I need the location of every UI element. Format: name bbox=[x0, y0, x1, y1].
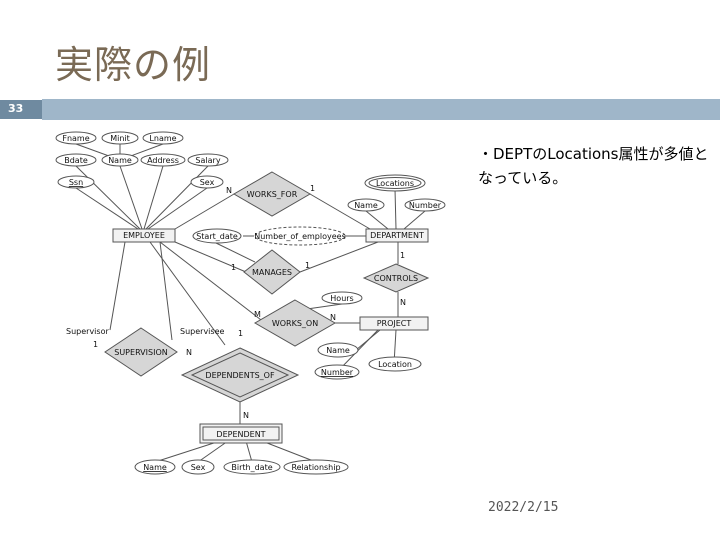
svg-text:Name: Name bbox=[108, 156, 132, 165]
relationship-label: WORKS_ON bbox=[272, 319, 318, 328]
attribute-employee-name: Name bbox=[101, 153, 139, 167]
svg-text:Location: Location bbox=[378, 360, 412, 369]
cardinality-supervision-supervisor: 1 bbox=[93, 340, 98, 349]
svg-text:Birth_date: Birth_date bbox=[231, 463, 272, 472]
page-number-box: 33 bbox=[0, 100, 42, 119]
relationship-label: MANAGES bbox=[252, 268, 292, 277]
attribute-fname: Fname bbox=[55, 131, 97, 145]
svg-text:Number_of_employees: Number_of_employees bbox=[254, 232, 346, 241]
entity-project: PROJECT bbox=[359, 316, 429, 331]
cardinality-controls-project: N bbox=[400, 298, 406, 307]
entity-employee: EMPLOYEE bbox=[112, 228, 176, 243]
attribute-ssn: Ssn bbox=[57, 175, 95, 189]
relationship-label: CONTROLS bbox=[374, 274, 418, 283]
svg-text:Start_date: Start_date bbox=[196, 232, 238, 241]
svg-text:Name: Name bbox=[326, 346, 350, 355]
attribute-location: Location bbox=[368, 356, 422, 372]
cardinality-manages-employee: 1 bbox=[231, 263, 236, 272]
attribute-dependent-sex: Sex bbox=[181, 459, 215, 475]
relationship-label: SUPERVISION bbox=[114, 348, 168, 357]
attribute-number-of-employees: Number_of_employees bbox=[254, 226, 346, 246]
slide-title: 実際の例 bbox=[55, 43, 212, 87]
svg-text:Locations: Locations bbox=[376, 179, 414, 188]
relationship-controls: CONTROLS bbox=[362, 263, 430, 293]
role-supervisor: Supervisor bbox=[66, 327, 109, 336]
cardinality-controls-department: 1 bbox=[400, 251, 405, 260]
svg-text:Number: Number bbox=[321, 368, 354, 377]
svg-text:Fname: Fname bbox=[62, 134, 89, 143]
attribute-department-name: Name bbox=[347, 198, 385, 212]
cardinality-works-for-employee: N bbox=[226, 186, 232, 195]
attribute-minit: Minit bbox=[101, 131, 139, 145]
entity-dependent: DEPENDENT bbox=[199, 423, 283, 444]
attribute-locations: Locations bbox=[364, 174, 426, 192]
attribute-hours: Hours bbox=[321, 291, 363, 305]
svg-text:Address: Address bbox=[147, 156, 179, 165]
cardinality-supervision-supervisee: N bbox=[186, 348, 192, 357]
entity-label: PROJECT bbox=[377, 319, 412, 328]
svg-text:Number: Number bbox=[409, 201, 442, 210]
attribute-dependent-name: Name bbox=[134, 459, 176, 475]
cardinality-works-for-department: 1 bbox=[310, 184, 315, 193]
svg-text:Lname: Lname bbox=[149, 134, 176, 143]
relationship-works-for: WORKS_FOR bbox=[233, 171, 311, 217]
svg-text:Minit: Minit bbox=[110, 134, 130, 143]
relationship-dependents-of: DEPENDENTS_OF bbox=[180, 347, 300, 403]
entity-label: DEPARTMENT bbox=[370, 231, 424, 240]
svg-text:Relationship: Relationship bbox=[291, 463, 340, 472]
entity-label: DEPENDENT bbox=[216, 430, 265, 439]
attribute-bdate: Bdate bbox=[55, 153, 97, 167]
attribute-employee-sex: Sex bbox=[190, 175, 224, 189]
svg-text:Name: Name bbox=[143, 463, 167, 472]
relationship-label: DEPENDENTS_OF bbox=[205, 371, 275, 380]
attribute-birth-date: Birth_date bbox=[223, 459, 281, 475]
attribute-project-name: Name bbox=[317, 342, 359, 358]
attribute-salary: Salary bbox=[187, 153, 229, 167]
relationship-works-on: WORKS_ON bbox=[253, 299, 337, 347]
relationship-supervision: SUPERVISION bbox=[104, 327, 178, 377]
svg-text:Hours: Hours bbox=[330, 294, 353, 303]
cardinality-dependents-of-employee: 1 bbox=[238, 329, 243, 338]
role-supervisee: Supervisee bbox=[180, 327, 224, 336]
header-bar bbox=[42, 99, 720, 120]
page-number: 33 bbox=[8, 102, 24, 115]
svg-text:Bdate: Bdate bbox=[64, 156, 88, 165]
attribute-project-number: Number bbox=[314, 364, 360, 380]
cardinality-dependents-of-dependent: N bbox=[243, 411, 249, 420]
attribute-department-number: Number bbox=[404, 198, 446, 212]
bullet-text: ・DEPTのLocations属性が多値となっている。 bbox=[478, 145, 709, 187]
connector-lines bbox=[75, 143, 426, 463]
slide-date: 2022/2/15 bbox=[488, 500, 559, 515]
cardinality-manages-department: 1 bbox=[305, 261, 310, 270]
relationship-manages: MANAGES bbox=[243, 249, 301, 295]
entity-label: EMPLOYEE bbox=[123, 231, 165, 240]
attribute-relationship: Relationship bbox=[283, 459, 349, 475]
svg-text:Salary: Salary bbox=[195, 156, 220, 165]
attribute-start-date: Start_date bbox=[192, 228, 242, 244]
cardinality-works-on-project: N bbox=[330, 313, 336, 322]
cardinality-works-on-employee: M bbox=[254, 310, 261, 319]
svg-text:Ssn: Ssn bbox=[69, 178, 83, 187]
attribute-lname: Lname bbox=[142, 131, 184, 145]
entity-department: DEPARTMENT bbox=[365, 228, 429, 243]
attribute-address: Address bbox=[140, 153, 186, 167]
svg-text:Name: Name bbox=[354, 201, 378, 210]
svg-text:Sex: Sex bbox=[191, 463, 206, 472]
svg-text:Sex: Sex bbox=[200, 178, 215, 187]
relationship-label: WORKS_FOR bbox=[247, 190, 298, 199]
